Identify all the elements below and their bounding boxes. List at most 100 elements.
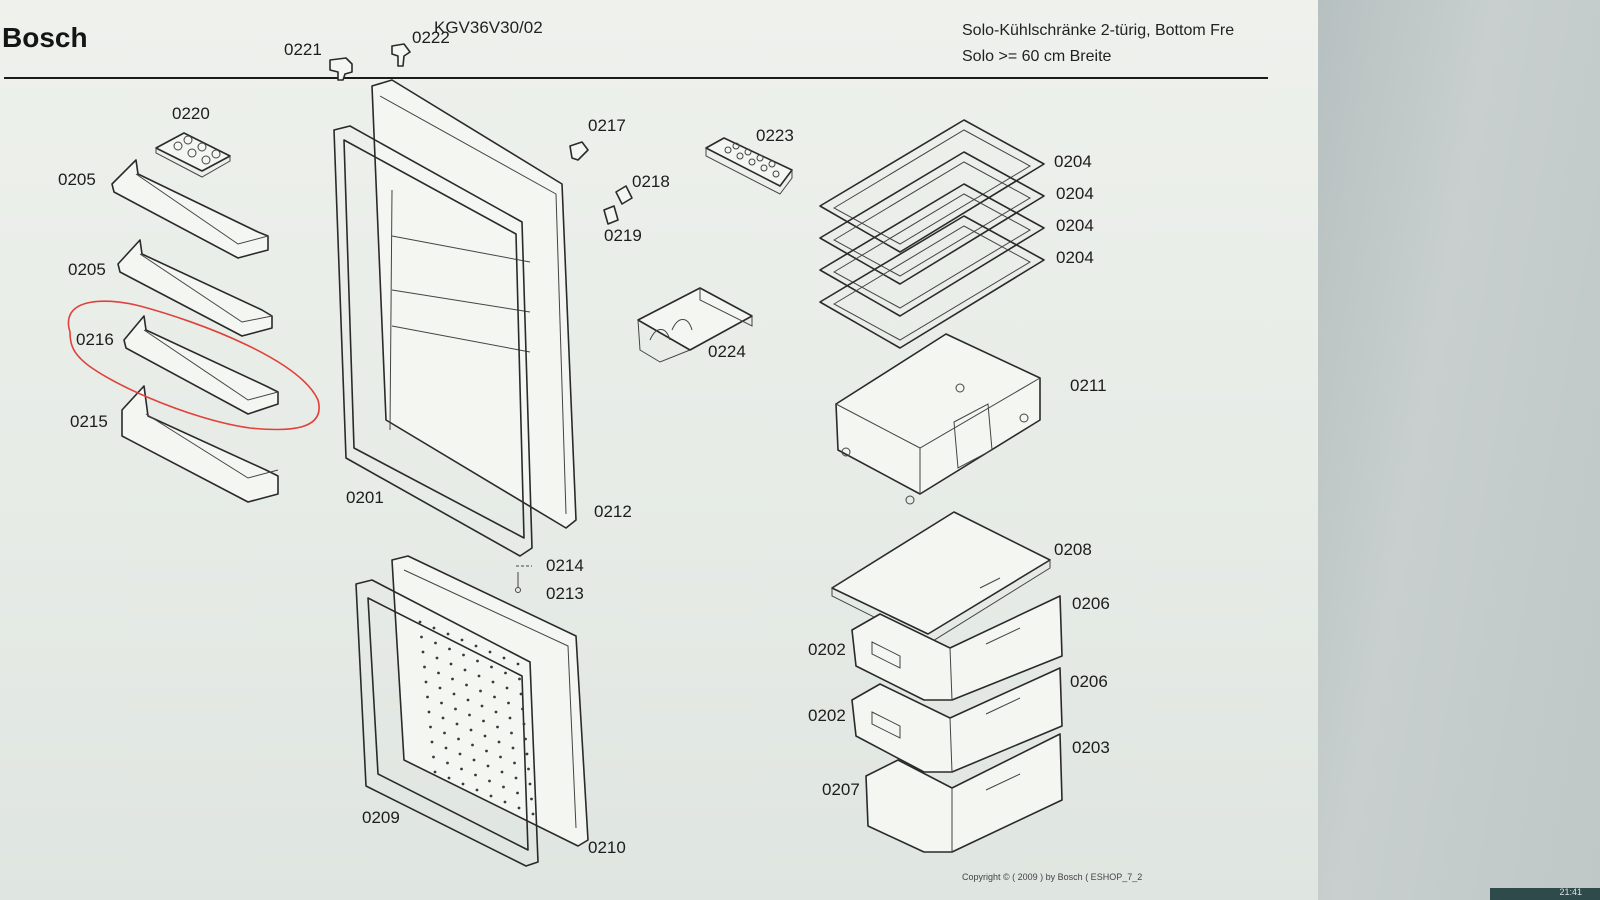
- part-label-0217: 0217: [588, 116, 626, 135]
- exploded-parts-diagram: [67, 43, 1063, 867]
- freezer-door-dot-pattern: [418, 620, 535, 816]
- model-code: KGV36V30/02: [434, 18, 543, 37]
- door-dot: [446, 632, 450, 636]
- glass-shelves-part-0204: [819, 119, 1045, 349]
- door-dot: [426, 695, 429, 699]
- door-dot: [502, 785, 505, 789]
- bottle-rack-part-0224: [637, 287, 753, 363]
- door-dot: [443, 731, 446, 735]
- door-dot: [514, 776, 518, 780]
- door-dot: [477, 674, 481, 678]
- door-dot: [518, 677, 521, 681]
- door-dot: [502, 656, 506, 660]
- door-dot: [469, 728, 473, 732]
- screw-parts-0213-0214: [515, 565, 532, 593]
- door-dot: [527, 767, 530, 771]
- door-dot: [488, 650, 492, 654]
- part-label-0214: 0214: [546, 556, 584, 575]
- door-dot: [432, 755, 435, 759]
- door-dot: [448, 647, 451, 651]
- door-dot: [525, 752, 529, 756]
- door-dot: [427, 710, 431, 714]
- glass-shelf-inner-1: [832, 129, 1032, 245]
- egg-tray-part-0220: [155, 132, 231, 178]
- header-divider: [4, 77, 1268, 79]
- door-dot: [482, 719, 485, 723]
- part-label-0204: 0204: [1056, 248, 1094, 267]
- part-label-0218: 0218: [632, 172, 670, 191]
- freezer-drawer-part-0206-lower: [851, 667, 1063, 773]
- part-label-0221: 0221: [284, 40, 322, 59]
- door-dot: [472, 758, 476, 762]
- hinge-part-0217: [569, 141, 589, 161]
- door-dot: [476, 659, 479, 663]
- door-dot: [510, 731, 513, 735]
- door-dot: [505, 686, 509, 690]
- freezer-door-part-0210: [391, 555, 589, 847]
- door-dot: [488, 779, 491, 783]
- series-title: Solo-Kühlschränke 2-türig, Bottom Fre: [962, 22, 1235, 39]
- door-dot: [468, 713, 471, 717]
- door-dot: [483, 734, 487, 738]
- door-dot: [511, 746, 515, 750]
- door-dot: [500, 770, 504, 774]
- door-dot: [489, 794, 493, 798]
- door-dot: [480, 704, 484, 708]
- door-dot: [531, 812, 535, 816]
- door-dot: [471, 743, 474, 747]
- door-shelf-part-0205-lower: [117, 239, 273, 337]
- part-label-0202: 0202: [808, 640, 846, 659]
- door-dot: [475, 788, 479, 792]
- door-dot: [424, 680, 428, 684]
- glass-shelf-3: [819, 183, 1045, 317]
- door-dot: [444, 746, 448, 750]
- door-dot: [485, 749, 488, 753]
- door-dot: [491, 680, 495, 684]
- egg-holder-part-0223: [705, 137, 793, 195]
- door-dot: [513, 761, 516, 765]
- glass-shelf-inner-4: [832, 225, 1032, 341]
- copyright-notice: Copyright © ( 2009 ) by Bosch ( ESHOP_7_…: [962, 872, 1143, 882]
- part-label-0212: 0212: [594, 502, 632, 521]
- part-label-0205: 0205: [68, 260, 106, 279]
- freezer-gasket-part-0209: [355, 579, 539, 867]
- glass-shelf-1: [819, 119, 1045, 253]
- part-label-0201: 0201: [346, 488, 384, 507]
- part-label-0224: 0224: [708, 342, 746, 361]
- brand-logo-text: Bosch: [2, 22, 88, 53]
- door-dot: [429, 725, 432, 729]
- door-shelf-part-0205-upper: [111, 159, 269, 259]
- part-label-0202: 0202: [808, 706, 846, 725]
- door-dot: [446, 761, 449, 765]
- door-dot: [435, 656, 439, 660]
- part-label-0210: 0210: [588, 838, 626, 857]
- door-dot: [438, 686, 442, 690]
- glass-shelf-inner-2: [832, 161, 1032, 277]
- taskbar-strip: 21:41: [1490, 887, 1600, 900]
- door-dot: [462, 653, 465, 657]
- door-dot: [524, 737, 527, 741]
- door-dot: [451, 677, 454, 681]
- door-dot: [430, 740, 434, 744]
- part-label-0204: 0204: [1054, 152, 1092, 171]
- door-dot: [457, 737, 460, 741]
- door-dot: [517, 806, 521, 810]
- monitor-bezel: [1318, 0, 1600, 900]
- glass-shelf-4: [819, 215, 1045, 349]
- door-dot: [420, 635, 423, 639]
- hinge-parts-0218-0219: [603, 185, 633, 225]
- freezer-drawer-part-0203: [865, 733, 1063, 853]
- glass-shelf-inner-3: [832, 193, 1032, 309]
- door-dot: [490, 665, 493, 669]
- door-dot: [460, 638, 464, 642]
- clip-part-0221: [329, 57, 353, 81]
- part-label-0220: 0220: [172, 104, 210, 123]
- door-dot: [447, 776, 451, 780]
- door-dot: [519, 692, 523, 696]
- crisper-box-part-0211: [835, 333, 1041, 505]
- part-label-0219: 0219: [604, 226, 642, 245]
- door-dot: [522, 722, 526, 726]
- door-dot: [508, 716, 512, 720]
- door-dot: [421, 650, 425, 654]
- glass-shelf-2: [819, 151, 1045, 285]
